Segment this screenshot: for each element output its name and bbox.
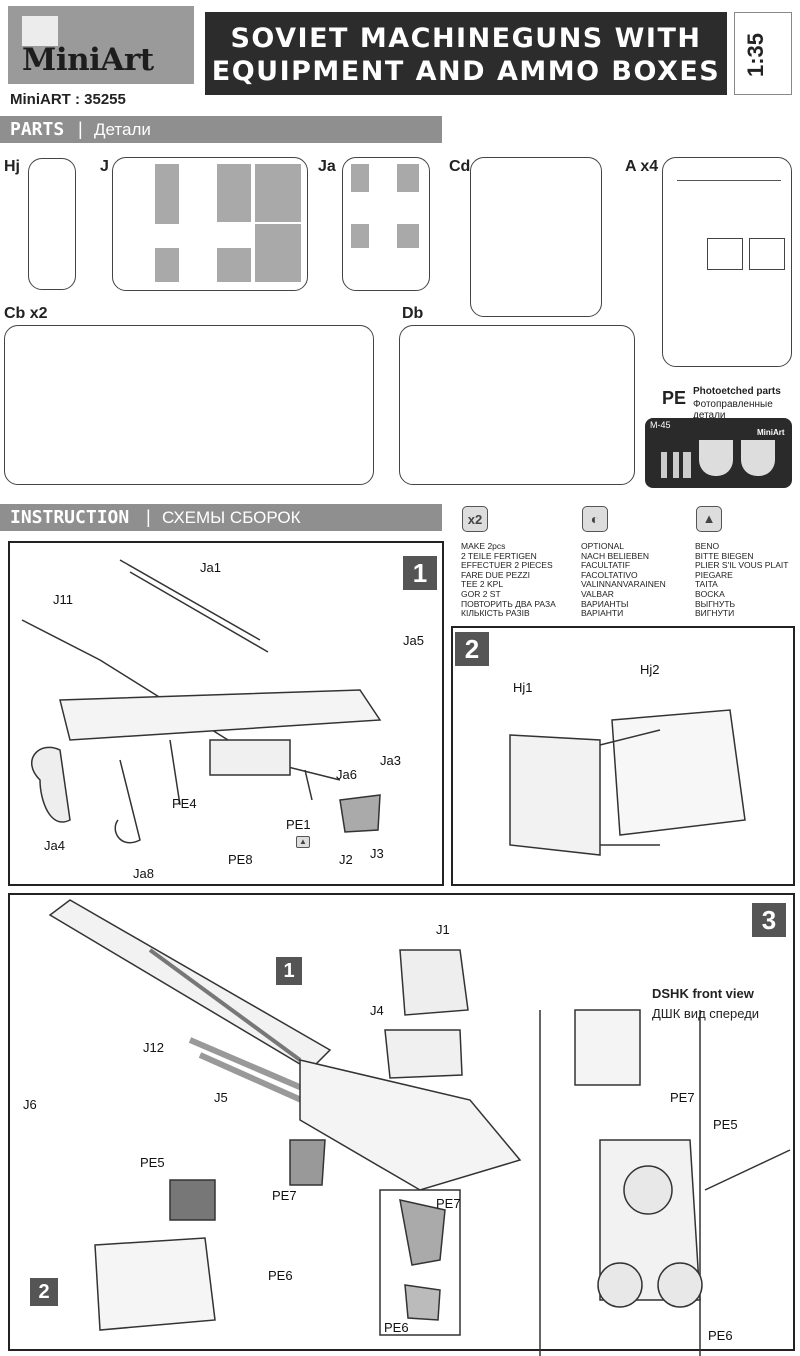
parts-band-label-ru: Детали [94,120,151,139]
instruction-band: INSTRUCTION | СХЕМЫ СБОРОК [0,504,442,531]
parts-band: PARTS | Детали [0,116,442,143]
callout: Ja4 [44,838,65,853]
callout: J11 [53,592,73,607]
page-title: SOVIET MACHINEGUNS WITH EQUIPMENT AND AM… [205,12,727,95]
sprue-label-hj: Hj [4,158,20,175]
callout: PE6 [268,1268,293,1283]
logo-text: MiniArt [22,42,154,78]
callout: J1 [436,922,450,937]
callout: PE4 [172,796,197,811]
sprue-cb [4,325,374,485]
callout: PE1 [286,817,311,832]
pe-label: PE [662,388,687,408]
bend-icon: ▲ [296,836,310,848]
pe-fret: M-45 MiniArt [645,418,792,488]
optional-icon: ◐ [582,506,608,532]
instruction-band-separator: | [146,507,151,527]
callout: PE5 [140,1155,165,1170]
pe-title: Photoetched parts [693,386,781,397]
callout: PE7 [436,1196,461,1211]
sprue-label-cb: Cb x2 [4,305,48,322]
logo-square [22,16,58,46]
callout: PE7 [670,1090,695,1105]
front-view-title: DSHK front view [652,986,754,1001]
sprue-db [399,325,635,485]
callout: J4 [370,1003,384,1018]
callout: PE5 [713,1117,738,1132]
pe-fret-code: M-45 [650,420,671,430]
callout: J2 [339,852,353,867]
sprue-label-cd: Cd [449,158,471,175]
callout: Ja3 [380,753,401,768]
callout: J5 [214,1090,228,1105]
callout: Ja6 [336,767,357,782]
callout: PE7 [272,1188,297,1203]
miniart-logo: MiniArt [8,6,194,84]
callout: Ja5 [403,633,424,648]
pe-fret-brand: MiniArt [757,428,785,437]
callout: Ja1 [200,560,221,575]
step-2-number: 2 [455,632,489,666]
scale-badge: 1:35 [734,12,792,95]
callout: PE6 [708,1328,733,1343]
instruction-band-label: INSTRUCTION [10,507,130,528]
parts-band-label: PARTS [10,119,65,140]
step-3-number: 3 [752,903,786,937]
sprue-ja [342,157,430,291]
step-3-ref-2: 2 [30,1278,58,1306]
callout: J3 [370,846,384,861]
sprue-label-j: J [100,158,109,175]
callout: Ja8 [133,866,154,881]
step-3-ref-1: 1 [276,957,302,985]
callout: Hj1 [513,680,533,695]
sprue-label-db: Db [402,305,424,322]
instruction-band-label-ru: СХЕМЫ СБОРОК [162,508,301,527]
sprue-label-ja: Ja [318,158,336,175]
callout: J6 [23,1097,37,1112]
sprue-hj [28,158,76,290]
callout: PE6 [384,1320,409,1335]
sprue-a [662,157,792,367]
make-two-icon: x2 [462,506,488,532]
callout: PE8 [228,852,253,867]
pe-title-ru: Фотоправленные детали [693,399,773,421]
kit-code: MiniART : 35255 [10,91,126,108]
parts-band-separator: | [78,119,83,139]
bend-icon: ▲ [696,506,722,532]
step-1-number: 1 [403,556,437,590]
title-line-2: EQUIPMENT AND AMMO BOXES [211,56,721,87]
front-view-title-ru: ДШК вид спереди [652,1006,760,1021]
callout: Hj2 [640,662,660,677]
title-line-1: SOVIET MACHINEGUNS WITH [230,23,702,54]
sprue-cd [470,157,602,317]
callout: J12 [143,1040,164,1055]
sprue-label-a: A x4 [625,158,659,175]
sprue-j [112,157,308,291]
